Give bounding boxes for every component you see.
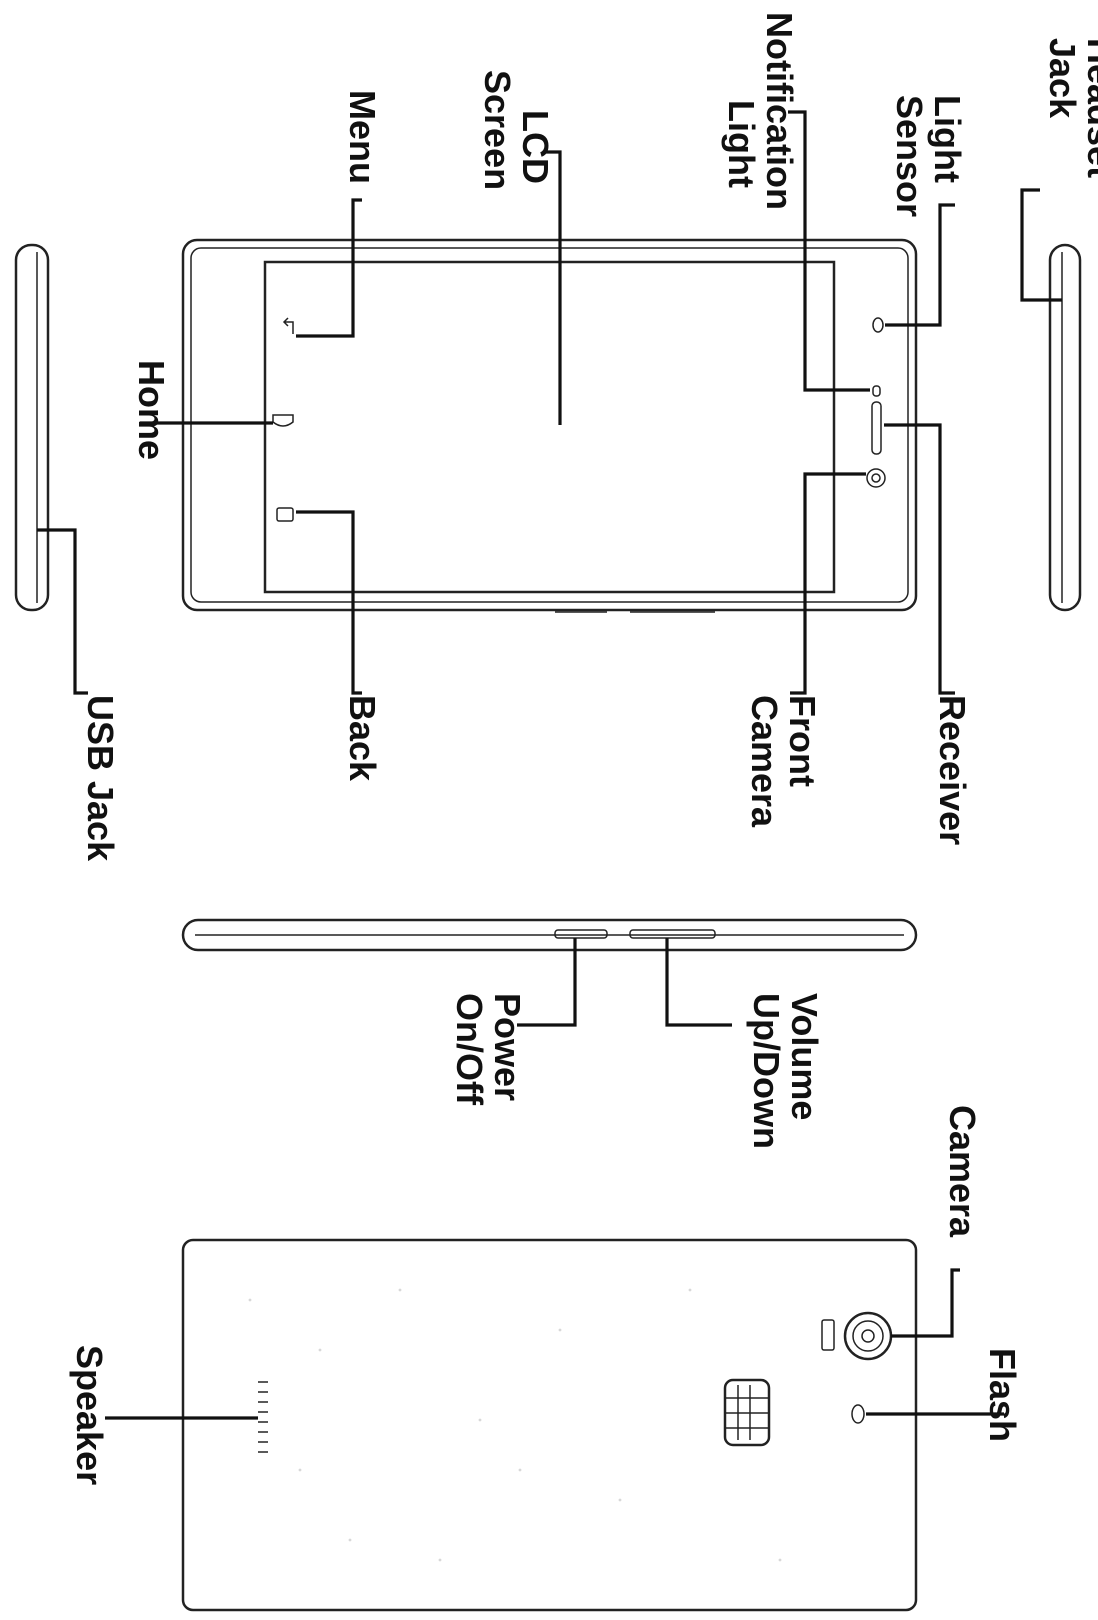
leader-back bbox=[296, 510, 362, 695]
label-power: Power On/Off bbox=[449, 993, 528, 1111]
leader-lcd-screen bbox=[545, 150, 562, 425]
leader-receiver bbox=[884, 423, 955, 695]
label-back: Back bbox=[342, 695, 383, 782]
lcd-screen bbox=[263, 260, 836, 594]
phone-top-edge bbox=[1048, 243, 1082, 612]
speaker-grille bbox=[258, 1381, 268, 1453]
receiver-slot bbox=[871, 401, 882, 455]
leader-front-camera bbox=[790, 472, 866, 695]
leader-volume bbox=[665, 938, 732, 1027]
rear-camera-lens bbox=[843, 1311, 893, 1361]
label-home: Home bbox=[131, 360, 172, 460]
back-key-icon bbox=[276, 507, 294, 522]
label-speaker: Speaker bbox=[69, 1345, 110, 1485]
home-key-icon bbox=[272, 414, 294, 427]
front-camera-lens bbox=[866, 468, 886, 488]
leader-notification-light bbox=[788, 110, 870, 392]
notification-led bbox=[872, 385, 881, 397]
power-button bbox=[554, 929, 608, 939]
menu-key-icon bbox=[282, 317, 294, 334]
label-light-sensor: Light Sensor bbox=[889, 95, 968, 217]
phone-side-view bbox=[181, 918, 918, 952]
rear-flash bbox=[851, 1404, 865, 1424]
leader-lines bbox=[37, 110, 1062, 1420]
leader-usb-jack bbox=[37, 528, 88, 695]
phone-front-view bbox=[181, 238, 918, 613]
label-notification-light: Notification Light bbox=[721, 12, 800, 220]
fist-logo-icon bbox=[723, 1378, 771, 1447]
light-sensor-dot bbox=[872, 317, 884, 333]
label-usb-jack: USB Jack bbox=[80, 695, 121, 862]
label-headset-jack: Headset Jack bbox=[1042, 38, 1098, 188]
leader-power bbox=[517, 938, 577, 1027]
label-flash: Flash bbox=[982, 1348, 1023, 1442]
label-front-camera: Front Camera bbox=[744, 695, 823, 828]
label-menu: Menu bbox=[342, 90, 383, 184]
label-volume: Volume Up/Down bbox=[746, 993, 825, 1149]
labels: Headset Jack Light Sensor Notification L… bbox=[69, 12, 1098, 1485]
volume-rocker bbox=[629, 929, 716, 939]
phone-bottom-edge bbox=[14, 243, 50, 612]
leader-camera bbox=[891, 1268, 960, 1338]
phone-back-view bbox=[181, 1238, 918, 1612]
label-lcd-screen: LCD Screen bbox=[477, 70, 556, 194]
label-camera: Camera bbox=[942, 1105, 983, 1238]
leader-light-sensor bbox=[885, 203, 955, 327]
leader-menu bbox=[296, 198, 362, 338]
label-receiver: Receiver bbox=[932, 695, 973, 845]
leader-headset-jack bbox=[1020, 188, 1062, 302]
